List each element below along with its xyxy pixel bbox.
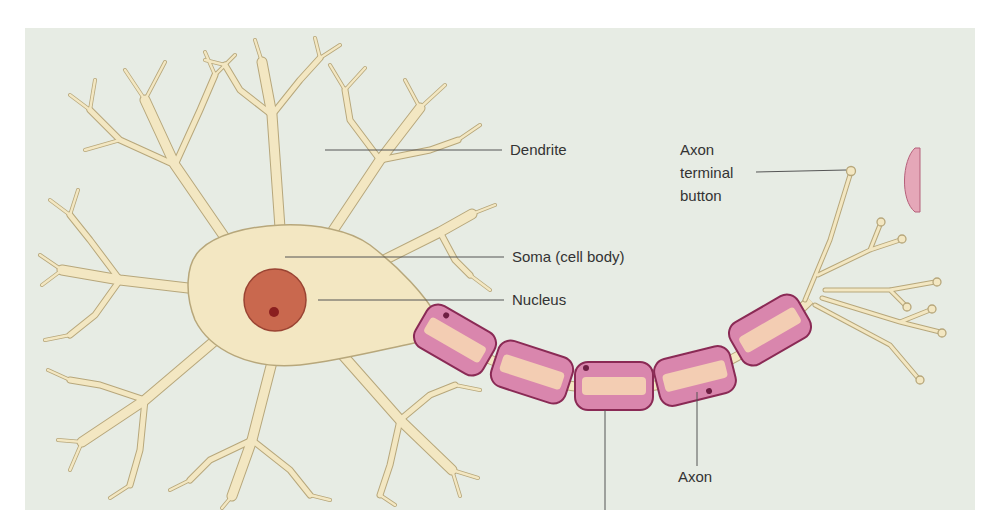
- part-label: Axon: [678, 468, 712, 486]
- part-label: Axon terminal button: [680, 138, 756, 207]
- part-label: Dendrite: [510, 141, 567, 159]
- part-label: Soma (cell body): [512, 248, 625, 266]
- part-label: Nucleus: [512, 291, 566, 309]
